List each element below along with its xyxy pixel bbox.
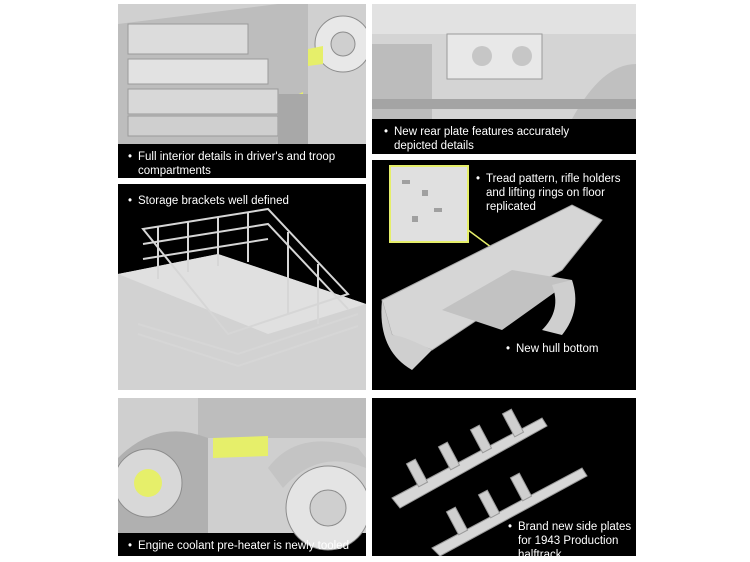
storage-illustration bbox=[118, 207, 366, 390]
bullet-icon: • bbox=[128, 151, 133, 163]
interior-illustration bbox=[118, 4, 366, 144]
storage-caption: •Storage brackets well defined bbox=[128, 195, 289, 207]
hull-illustration bbox=[381, 165, 603, 370]
rear-plate-caption: •New rear plate features accurately depi… bbox=[384, 126, 570, 152]
bullet-icon: • bbox=[128, 540, 133, 552]
hull-caption-top: •Tread pattern, rifle holders and liftin… bbox=[476, 173, 621, 213]
bullet-icon: • bbox=[506, 343, 511, 355]
rear-plate-panel: •New rear plate features accurately depi… bbox=[372, 4, 636, 154]
bullet-icon: • bbox=[508, 521, 513, 533]
storage-panel: •Storage brackets well defined bbox=[118, 184, 366, 390]
engine-caption: •Engine coolant pre-heater is newly tool… bbox=[128, 540, 349, 552]
rear-plate-illustration bbox=[372, 4, 636, 119]
bullet-icon: • bbox=[128, 195, 133, 207]
side-plates-illustration bbox=[391, 408, 588, 556]
interior-panel: •Full interior details in driver's and t… bbox=[118, 4, 366, 178]
side-plates-caption: •Brand new side plates for 1943 Producti… bbox=[508, 521, 632, 556]
bullet-icon: • bbox=[476, 173, 481, 185]
bullet-icon: • bbox=[384, 126, 389, 138]
engine-panel: •Engine coolant pre-heater is newly tool… bbox=[118, 398, 366, 556]
interior-caption: •Full interior details in driver's and t… bbox=[128, 151, 336, 177]
hull-caption-bottom: •New hull bottom bbox=[506, 343, 599, 355]
engine-illustration bbox=[118, 398, 366, 551]
side-plates-panel: •Brand new side plates for 1943 Producti… bbox=[372, 398, 636, 556]
hull-panel: •Tread pattern, rifle holders and liftin… bbox=[372, 160, 636, 390]
